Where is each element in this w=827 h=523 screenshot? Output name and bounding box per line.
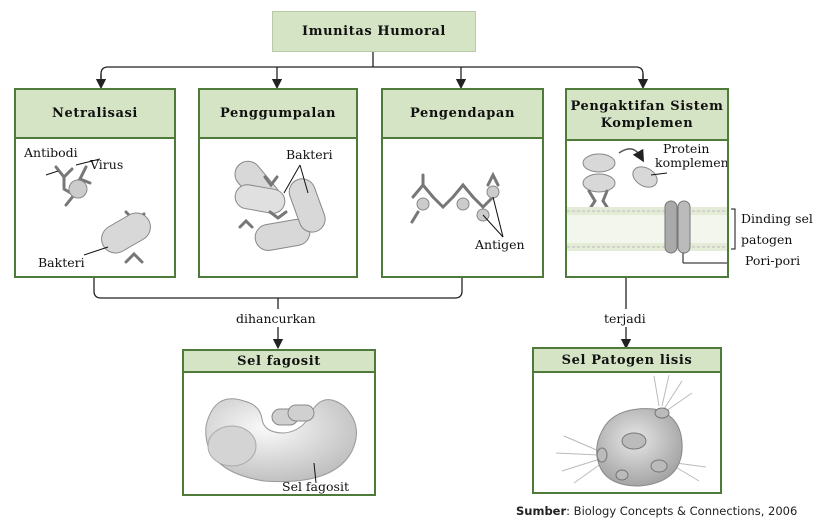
card-netralisasi: Netralisasi Antibodi Virus Bakteri <box>14 88 176 278</box>
label-antibodi: Antibodi <box>23 145 78 160</box>
label-protein-komplemen: Protein komplemen <box>655 141 727 170</box>
source-credit: Sumber: Biology Concepts & Connections, … <box>516 504 798 518</box>
card-title: Pengaktifan Sistem Komplemen <box>567 90 727 141</box>
card-title: Netralisasi <box>16 90 174 139</box>
card-title: Sel fagosit <box>184 351 374 373</box>
card-title: Sel Patogen lisis <box>534 349 720 373</box>
main-title: Imunitas Humoral <box>272 11 476 52</box>
card-title: Pengendapan <box>383 90 542 139</box>
label-virus: Virus <box>89 157 123 172</box>
label-sel-fagosit: Sel fagosit <box>282 479 349 494</box>
card-sel-fagosit: Sel fagosit Sel fagosit <box>182 349 376 496</box>
card-pengendapan: Pengendapan Antigen <box>381 88 544 278</box>
card-penggumpalan: Penggumpalan Bakteri <box>198 88 358 278</box>
label-bakteri: Bakteri <box>286 147 333 162</box>
lisis-illustration <box>555 374 707 487</box>
penggumpalan-illustration: Bakteri <box>234 147 333 251</box>
label-pori-pori: Pori-pori <box>745 253 800 268</box>
pengendapan-illustration: Antigen <box>410 171 525 252</box>
fagosit-illustration: Sel fagosit <box>205 398 357 494</box>
label-bakteri: Bakteri <box>38 255 85 270</box>
card-komplemen: Pengaktifan Sistem Komplemen Pro <box>565 88 729 278</box>
label-antigen: Antigen <box>474 237 525 252</box>
card-title: Penggumpalan <box>200 90 356 139</box>
komplemen-illustration: Protein komplemen <box>567 141 727 264</box>
label-dinding-sel: Dinding sel patogen <box>741 211 817 247</box>
netralisasi-illustration: Antibodi Virus Bakteri <box>23 145 151 270</box>
card-sel-patogen-lisis: Sel Patogen lisis <box>532 347 722 494</box>
side-labels: Dinding sel patogen Pori-pori <box>731 208 817 268</box>
